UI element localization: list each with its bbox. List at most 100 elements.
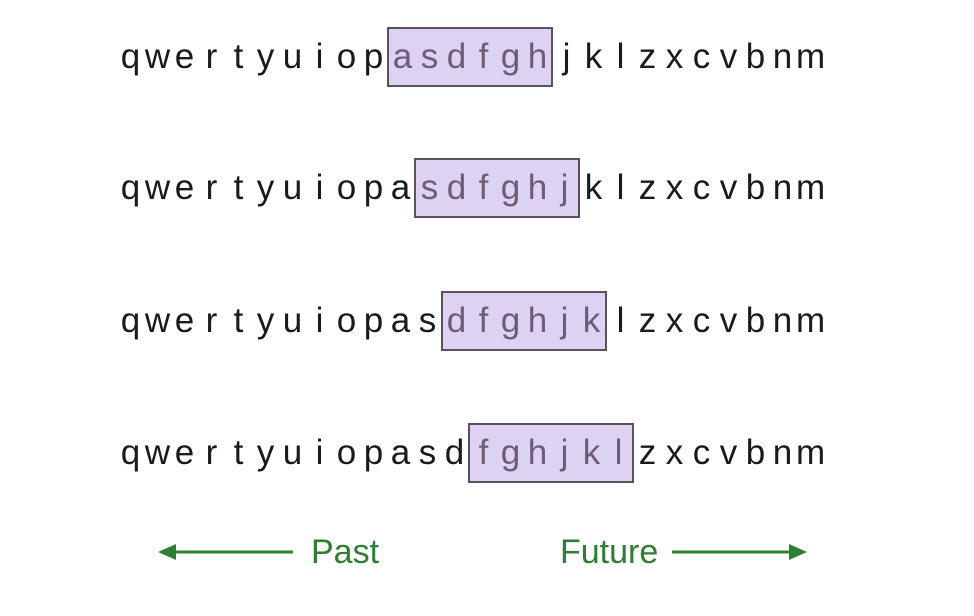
sequence-char: d	[446, 168, 467, 207]
sequence-char: u	[282, 301, 303, 340]
sequence-char: p	[363, 433, 384, 472]
sequence-char: y	[256, 168, 275, 207]
sequence-char: x	[665, 168, 684, 207]
sequence-char: f	[478, 301, 489, 340]
sequence-char: g	[500, 433, 521, 472]
sequence-char: c	[692, 37, 711, 76]
sequence-char: d	[446, 301, 467, 340]
sequence-char: l	[616, 301, 625, 340]
sequence-char: v	[719, 301, 738, 340]
sequence-char: q	[120, 301, 141, 340]
sequence-char: s	[420, 168, 439, 207]
sequence-char: o	[336, 301, 357, 340]
sequence-char: r	[205, 168, 218, 207]
sequence-char: k	[584, 168, 603, 207]
sequence-char: z	[638, 37, 657, 76]
sequence-char: q	[120, 37, 141, 76]
sequence-char: t	[233, 168, 244, 207]
sequence-char: t	[233, 301, 244, 340]
sequence-char: c	[692, 301, 711, 340]
sequence-char: i	[315, 433, 324, 472]
sequence-char: r	[205, 433, 218, 472]
sequence-char: t	[233, 37, 244, 76]
past-group: Past	[158, 526, 379, 578]
sequence-char: g	[500, 168, 521, 207]
sequence-char: x	[665, 433, 684, 472]
sequence-char: j	[560, 168, 569, 207]
sequence-char: i	[315, 168, 324, 207]
arrow-left-icon	[158, 539, 293, 565]
sequence-char: n	[772, 37, 793, 76]
sequence-char: k	[582, 433, 601, 472]
sequence-char: g	[500, 301, 521, 340]
sequence-char: m	[796, 37, 826, 76]
sequence-char: e	[174, 433, 195, 472]
sequence-char: i	[315, 37, 324, 76]
sequence-char: q	[120, 433, 141, 472]
sequence-char: d	[446, 37, 467, 76]
future-group: Future	[560, 526, 808, 578]
sequence-char: m	[796, 168, 826, 207]
sequence-char: h	[527, 168, 548, 207]
sequence-char: e	[174, 301, 195, 340]
arrow-right-icon	[672, 539, 808, 565]
sequence-char: u	[282, 37, 303, 76]
sequence-char: u	[282, 168, 303, 207]
sequence-char: v	[719, 37, 738, 76]
sequence-char: h	[527, 433, 548, 472]
sequence-char: a	[392, 37, 413, 76]
sequence-char: t	[233, 433, 244, 472]
sequence-char: w	[144, 168, 171, 207]
sequence-char: x	[665, 301, 684, 340]
sequence-char: c	[692, 168, 711, 207]
sequence-char: a	[390, 301, 411, 340]
sequence-char: m	[796, 301, 826, 340]
sequence-char: e	[174, 37, 195, 76]
sequence-char: d	[444, 433, 465, 472]
sequence-char: k	[584, 37, 603, 76]
past-label: Past	[311, 533, 380, 571]
sequence-char: o	[336, 37, 357, 76]
sequence-char: f	[478, 433, 489, 472]
sequence-char: b	[745, 301, 766, 340]
sequence-char: h	[527, 37, 548, 76]
sequence-char: w	[144, 37, 171, 76]
sequence-char: y	[256, 37, 275, 76]
sequence-char: z	[638, 301, 657, 340]
sequence-char: w	[144, 301, 171, 340]
sequence-char: s	[418, 433, 437, 472]
sequence-char: h	[527, 301, 548, 340]
sequence-char: f	[478, 37, 489, 76]
sequence-char: j	[562, 37, 571, 76]
sequence-char: n	[772, 168, 793, 207]
sequence-char: r	[205, 301, 218, 340]
sequence-char: j	[560, 301, 569, 340]
sequence-char: x	[665, 37, 684, 76]
sequence-char: k	[582, 301, 601, 340]
sequence-char: u	[282, 433, 303, 472]
sequence-char: y	[256, 433, 275, 472]
sequence-char: a	[390, 168, 411, 207]
sequence-char: b	[745, 433, 766, 472]
sequence-char: j	[560, 433, 569, 472]
sequence-char: o	[336, 168, 357, 207]
sequence-char: a	[390, 433, 411, 472]
sequence-char: p	[363, 37, 384, 76]
sequence-char: g	[500, 37, 521, 76]
sequence-char: v	[719, 433, 738, 472]
sequence-char: c	[692, 433, 711, 472]
sequence-char: o	[336, 433, 357, 472]
